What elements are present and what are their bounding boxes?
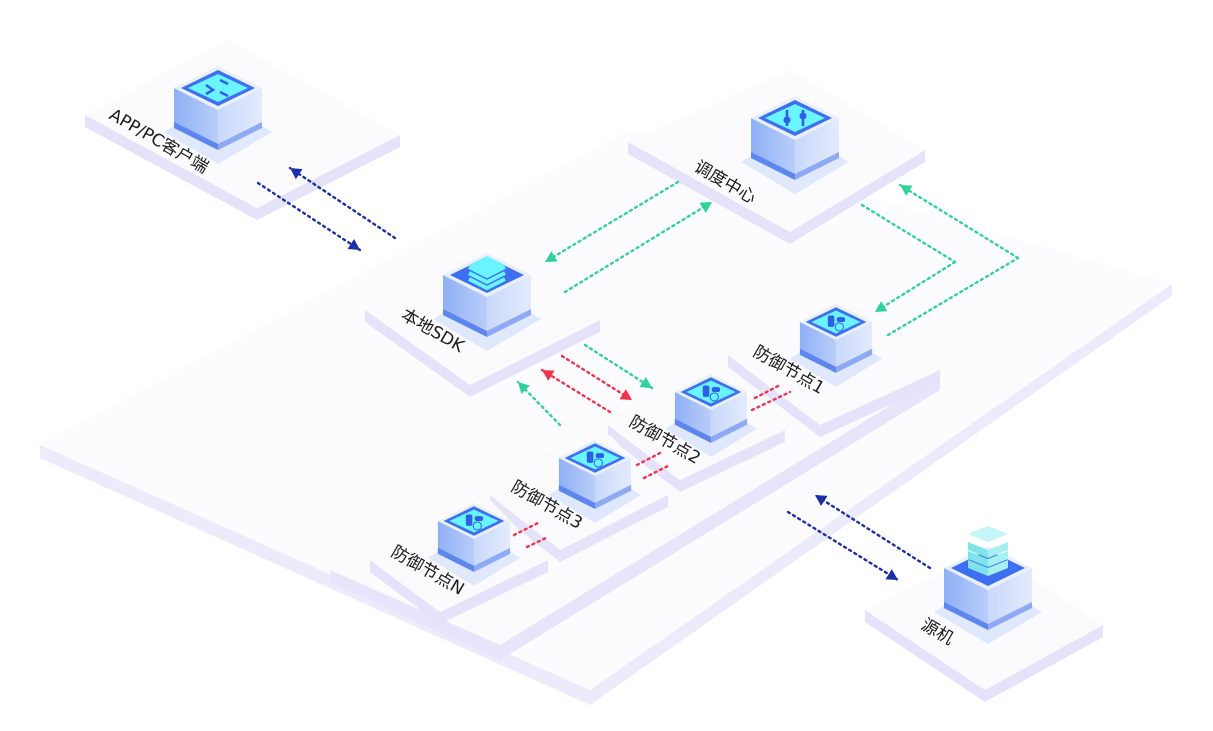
defense2-defense3-link-b bbox=[642, 464, 670, 480]
sdk-to-client-link bbox=[288, 166, 397, 240]
server-panel-icon bbox=[686, 380, 736, 404]
arrowhead-icon bbox=[900, 185, 913, 196]
sdk-node[interactable] bbox=[433, 253, 541, 351]
defense1-node[interactable] bbox=[789, 303, 883, 387]
server-panel-icon bbox=[449, 509, 499, 533]
sdk-to-defense2-link bbox=[583, 343, 654, 390]
defenseN-node[interactable] bbox=[427, 502, 521, 586]
defense1-to-scheduler-link-b bbox=[898, 183, 1020, 260]
defense3-defenseN-link-b bbox=[525, 535, 550, 549]
arrowhead-icon bbox=[699, 202, 712, 213]
defense1-defense2-link-b bbox=[750, 390, 792, 412]
arrowhead-icon bbox=[885, 569, 898, 580]
arrowhead-icon bbox=[619, 389, 632, 400]
server-panel-icon bbox=[570, 446, 620, 470]
arrowhead-icon bbox=[518, 382, 530, 395]
defense2-to-sdk-red-link bbox=[540, 368, 612, 414]
origin-node[interactable] bbox=[934, 526, 1042, 644]
arrowhead-icon bbox=[347, 238, 360, 250]
client-node[interactable] bbox=[164, 66, 272, 164]
defense1-defense2-link-a bbox=[753, 383, 782, 400]
server-rack-icon bbox=[968, 526, 1008, 576]
scheduler-to-defense1-link-a bbox=[860, 203, 957, 264]
origin-to-defense-link bbox=[813, 493, 932, 570]
defense3-node[interactable] bbox=[548, 439, 642, 523]
arrowhead-icon bbox=[545, 251, 558, 262]
defense3-defenseN-link-a bbox=[512, 520, 542, 537]
arrowhead-icon bbox=[542, 370, 555, 381]
arrowhead-icon bbox=[639, 377, 652, 388]
terminal-icon bbox=[188, 74, 248, 102]
client-to-sdk-link bbox=[256, 181, 362, 252]
defense1-to-scheduler-link-a bbox=[886, 256, 1020, 337]
scheduler-to-defense1-link-b bbox=[873, 260, 957, 314]
defense3-to-sdk-link bbox=[516, 380, 562, 427]
stack-layers-icon bbox=[468, 256, 506, 291]
main-platform bbox=[40, 130, 1172, 705]
arrowhead-icon bbox=[290, 168, 303, 180]
defense2-defense3-link-a bbox=[635, 450, 664, 467]
sdk-to-scheduler-link bbox=[563, 200, 714, 294]
arrowhead-icon bbox=[815, 495, 828, 506]
arrowhead-icon bbox=[875, 301, 888, 312]
defense2-node[interactable] bbox=[664, 373, 758, 457]
server-panel-icon bbox=[811, 310, 861, 334]
switch-sliders-icon bbox=[765, 104, 825, 132]
sdk-to-defense2-red-link bbox=[560, 354, 634, 402]
defense-to-origin-link bbox=[786, 510, 900, 582]
scheduler-to-sdk-link bbox=[543, 180, 680, 264]
scheduler-node[interactable] bbox=[741, 96, 849, 194]
